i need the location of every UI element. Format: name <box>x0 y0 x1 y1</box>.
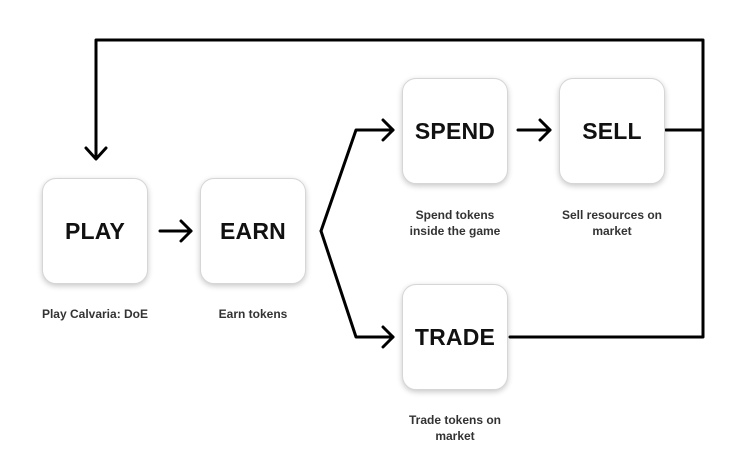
caption-spend: Spend tokens inside the game <box>380 207 530 239</box>
caption-sell-line-2: market <box>592 224 632 238</box>
caption-sell: Sell resources on market <box>537 207 687 239</box>
node-trade-label: TRADE <box>414 323 496 350</box>
caption-earn: Earn tokens <box>178 306 328 322</box>
node-play-label: PLAY <box>64 217 126 244</box>
node-earn-label: EARN <box>220 217 286 244</box>
node-sell-label: SELL <box>582 117 642 144</box>
caption-play: Play Calvaria: DoE <box>20 306 170 322</box>
caption-play-line: Play Calvaria: DoE <box>41 307 149 321</box>
caption-spend-line-2: inside the game <box>409 224 501 238</box>
node-spend: SPEND <box>402 78 508 184</box>
connector-earn-fork <box>319 128 395 233</box>
arrowhead-into-sell <box>538 118 552 142</box>
node-sell: SELL <box>559 78 665 184</box>
caption-earn-line: Earn tokens <box>218 307 288 321</box>
caption-spend-line-1: Spend tokens <box>415 208 495 222</box>
node-play: PLAY <box>42 178 148 284</box>
arrowhead-into-spend <box>381 118 395 142</box>
node-trade: TRADE <box>402 284 508 390</box>
caption-trade-line-1: Trade tokens on <box>408 413 502 427</box>
caption-trade-line-2: market <box>435 429 475 443</box>
node-earn: EARN <box>200 178 306 284</box>
connector-trade-to-loop <box>508 128 705 339</box>
caption-sell-line-1: Sell resources on <box>561 208 663 222</box>
arrowhead-into-play <box>84 146 108 161</box>
arrowhead-into-trade <box>381 325 395 349</box>
connector-loop-to-play <box>94 38 705 159</box>
caption-trade: Trade tokens on market <box>380 412 530 444</box>
connector-earn-to-trade <box>319 229 395 339</box>
arrowhead-into-earn <box>179 219 193 243</box>
node-spend-label: SPEND <box>414 117 496 144</box>
